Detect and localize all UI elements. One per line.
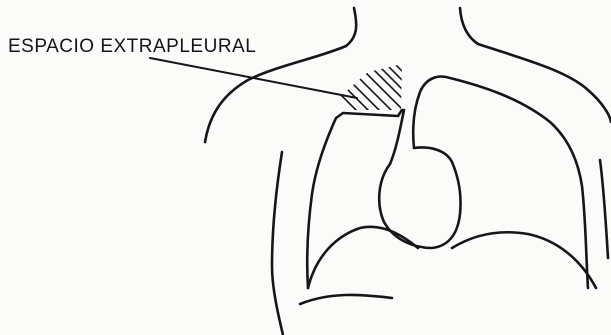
extrapleural-hatch [322, 58, 410, 114]
body-left-outline [272, 152, 283, 335]
right-shoulder-outline [478, 44, 611, 122]
diaphragm-right-dome [452, 232, 596, 288]
left-lung-outline [307, 110, 402, 288]
left-shoulder-arm-outline [205, 46, 346, 142]
extrapleural-space-label: ESPACIO EXTRAPLEURAL [8, 36, 256, 58]
body-right-outline [600, 160, 608, 258]
diaphragm-left-dome [308, 227, 418, 288]
neck-right-outline [460, 8, 478, 44]
diaphragm-lower-line [300, 295, 392, 304]
right-lung-outline [413, 77, 588, 288]
mediastinum-left [390, 110, 404, 164]
label-leader-line [150, 58, 357, 98]
neck-left-outline [346, 8, 356, 46]
